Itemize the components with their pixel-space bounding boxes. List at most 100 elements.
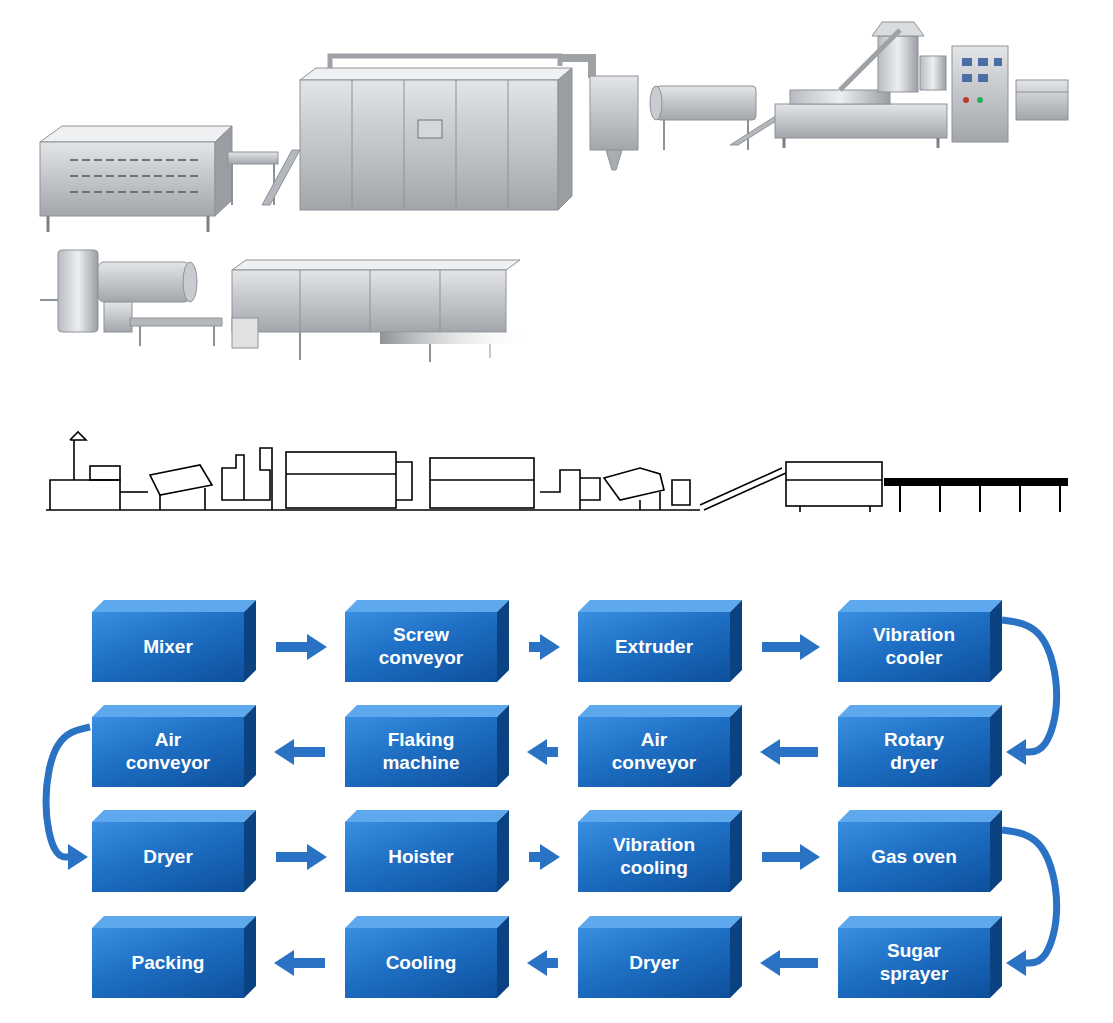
dryer-machine-part bbox=[300, 68, 572, 80]
flow-arrow bbox=[529, 642, 540, 652]
line-sketch-part bbox=[50, 480, 120, 510]
cooler-machine-part bbox=[40, 126, 232, 142]
feeder-unit-part bbox=[1016, 92, 1068, 93]
box-top-face bbox=[838, 600, 1002, 612]
process-box: Vibration cooler bbox=[838, 612, 990, 682]
box-label: Screw conveyor bbox=[365, 624, 477, 670]
process-box: Mixer bbox=[92, 612, 244, 682]
machine-photo bbox=[0, 0, 1113, 380]
line-sketch-part bbox=[70, 432, 86, 480]
line-sketch-part bbox=[786, 462, 882, 506]
line-sketch-part bbox=[640, 492, 660, 510]
flow-arrow bbox=[762, 642, 800, 652]
flow-arrow bbox=[294, 747, 325, 757]
process-box: Hoister bbox=[345, 822, 497, 892]
cooler-machine-part bbox=[215, 126, 232, 216]
box-top-face bbox=[345, 705, 509, 717]
line-sketch-part bbox=[430, 458, 534, 508]
dryer-machine-part-part bbox=[352, 80, 353, 210]
conveyor-part bbox=[228, 152, 278, 164]
flow-arrow bbox=[1002, 830, 1057, 963]
extruder-machine-part bbox=[840, 30, 900, 90]
process-box: Extruder bbox=[578, 612, 730, 682]
process-box: Air conveyor bbox=[578, 717, 730, 787]
fan-unit-part bbox=[606, 150, 622, 170]
line-sketch-part bbox=[46, 509, 700, 511]
oven-machine-part bbox=[300, 270, 440, 332]
long-conveyor-part-part bbox=[939, 486, 941, 512]
oven-machine-part bbox=[232, 318, 258, 348]
control-cabinet-part-part bbox=[962, 58, 972, 66]
oven-machine-part-part bbox=[300, 270, 301, 332]
box-top-face bbox=[578, 810, 742, 822]
control-cabinet-part bbox=[977, 97, 983, 103]
cooler-machine-part-part bbox=[70, 191, 200, 193]
process-box: Air conveyor bbox=[92, 717, 244, 787]
flow-arrow bbox=[762, 852, 800, 862]
process-box: Flaking machine bbox=[345, 717, 497, 787]
box-top-face bbox=[838, 916, 1002, 928]
long-conveyor-part-part bbox=[1059, 486, 1061, 512]
box-label: Vibration cooling bbox=[598, 834, 710, 880]
extruder-machine-part bbox=[790, 90, 890, 104]
coating-drum-part bbox=[650, 86, 662, 120]
extruder-machine-part-part bbox=[783, 138, 786, 148]
dryer-machine-part bbox=[560, 58, 592, 78]
line-sketch-part bbox=[800, 506, 870, 512]
box-label: Vibration cooler bbox=[858, 624, 970, 670]
process-box: Vibration cooling bbox=[578, 822, 730, 892]
long-conveyor bbox=[884, 478, 1068, 512]
flow-arrow bbox=[294, 958, 325, 968]
oven-machine-part-part bbox=[370, 270, 371, 332]
line-sketch-part bbox=[90, 466, 120, 480]
box-top-face bbox=[92, 600, 256, 612]
control-cabinet-part-part bbox=[978, 58, 988, 66]
box-label: Sugar sprayer bbox=[858, 940, 970, 986]
cooler-machine-part-part bbox=[47, 216, 50, 232]
box-side-face bbox=[990, 705, 1002, 787]
box-side-face bbox=[497, 705, 509, 787]
box-side-face bbox=[730, 916, 742, 998]
line-sketch-part bbox=[672, 480, 690, 505]
oven-machine-part bbox=[380, 332, 530, 344]
box-side-face bbox=[730, 600, 742, 682]
line-sketch-part bbox=[286, 452, 396, 508]
box-label: Flaking machine bbox=[365, 729, 477, 775]
box-label: Dryer bbox=[143, 846, 193, 869]
box-side-face bbox=[244, 916, 256, 998]
line-sketch-part bbox=[704, 473, 786, 510]
box-top-face bbox=[345, 600, 509, 612]
dryer-machine-part bbox=[418, 120, 442, 138]
box-label: Extruder bbox=[615, 636, 693, 659]
oven-machine-part bbox=[232, 270, 506, 332]
oven-machine-part-part bbox=[429, 344, 431, 362]
seasoning-machine-part bbox=[183, 262, 197, 302]
line-sketch-part bbox=[396, 462, 412, 500]
seasoning-machine-part bbox=[130, 318, 222, 326]
process-box: Rotary dryer bbox=[838, 717, 990, 787]
process-box: Cooling bbox=[345, 928, 497, 998]
conveyor-part-part bbox=[231, 164, 233, 205]
long-conveyor-part bbox=[884, 478, 1068, 486]
extruder-machine-part-part bbox=[937, 138, 940, 148]
box-label: Rotary dryer bbox=[858, 729, 970, 775]
seasoning-machine-part bbox=[98, 262, 190, 302]
box-top-face bbox=[838, 810, 1002, 822]
box-top-face bbox=[92, 705, 256, 717]
flow-arrow bbox=[276, 642, 307, 652]
oven-machine-part-part bbox=[440, 270, 441, 332]
coating-drum-part bbox=[656, 86, 756, 120]
extruder-machine-part bbox=[775, 104, 947, 138]
flow-arrow bbox=[547, 958, 558, 968]
dryer-machine-part bbox=[300, 80, 558, 210]
line-sketch-part bbox=[286, 473, 396, 475]
conveyor-part bbox=[262, 150, 300, 205]
dryer-machine-part-part bbox=[456, 80, 457, 210]
box-top-face bbox=[578, 705, 742, 717]
coating-drum-part-part bbox=[663, 120, 665, 150]
box-top-face bbox=[578, 600, 742, 612]
long-conveyor-part bbox=[900, 486, 1060, 512]
fan-unit-part bbox=[590, 76, 638, 150]
